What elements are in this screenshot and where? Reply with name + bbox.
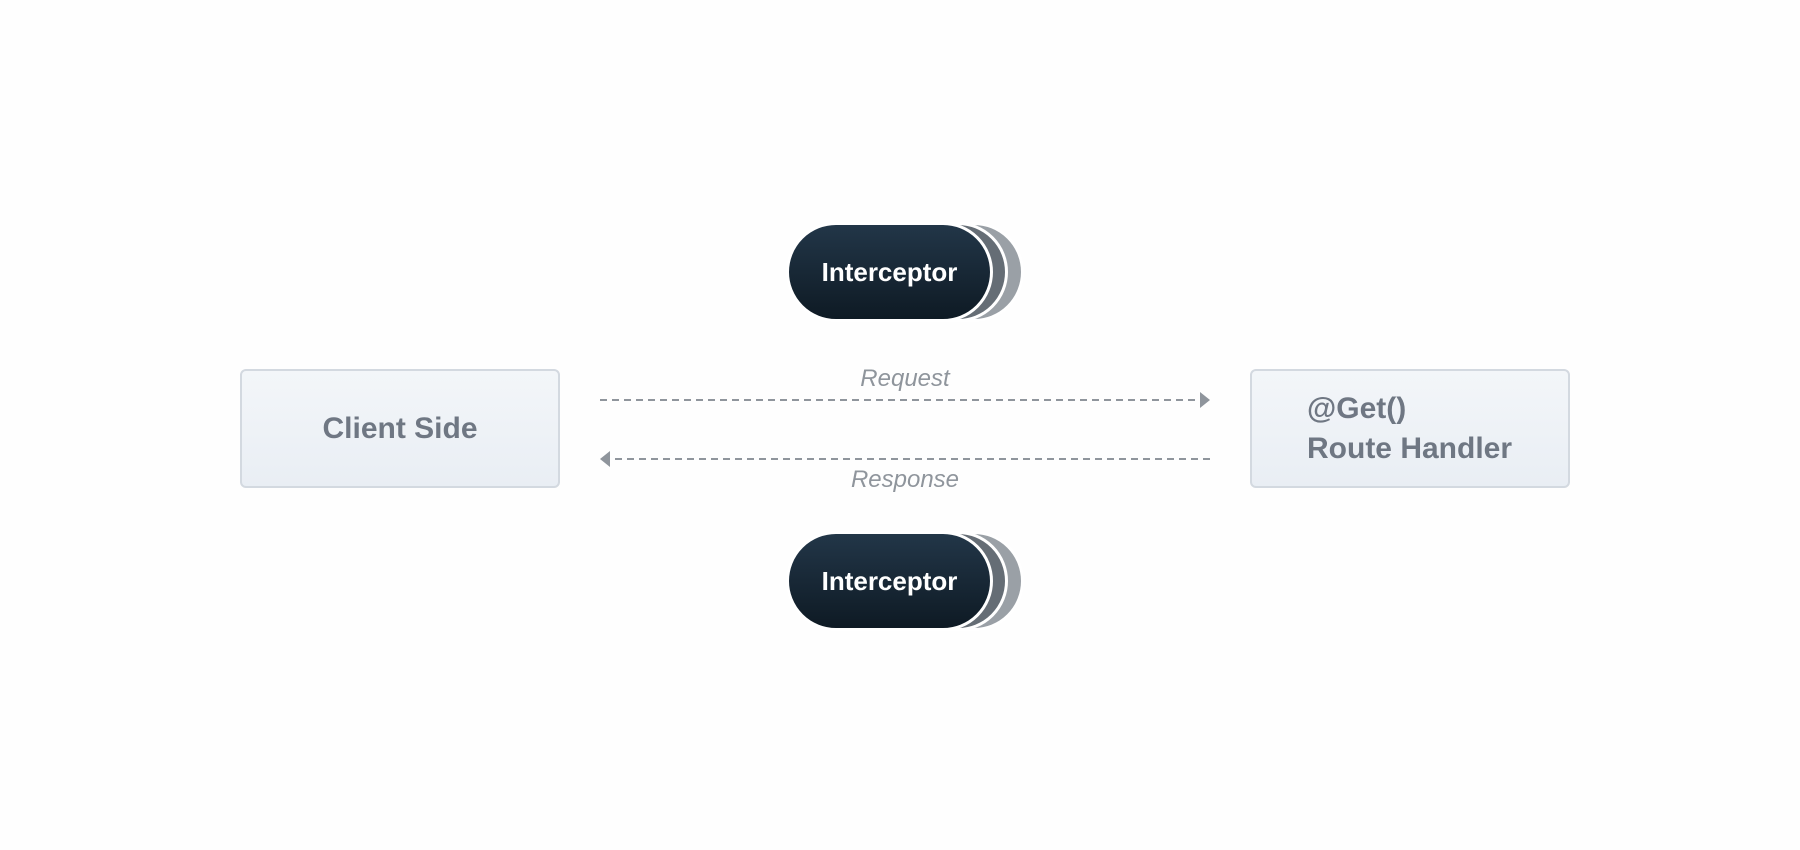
interceptor-bottom: Interceptor <box>786 531 1026 631</box>
response-arrowhead-icon <box>600 451 610 467</box>
request-label: Request <box>860 365 950 392</box>
interceptor-label: Interceptor <box>821 565 958 596</box>
interceptor-pill: Interceptor <box>786 222 993 322</box>
interceptor-top: Interceptor <box>786 222 1026 322</box>
route-decorator-label: @Get() <box>1307 391 1407 425</box>
client-side-box: Client Side <box>240 369 560 488</box>
request-response-arrows <box>600 392 1210 467</box>
route-handler-label: Route Handler <box>1307 431 1513 465</box>
route-handler-box: @Get() Route Handler <box>1250 369 1570 488</box>
interceptor-label: Interceptor <box>821 256 958 287</box>
request-arrowhead-icon <box>1200 392 1210 408</box>
interceptor-pill: Interceptor <box>786 531 993 631</box>
client-side-label: Client Side <box>322 411 478 445</box>
response-label: Response <box>850 466 960 493</box>
